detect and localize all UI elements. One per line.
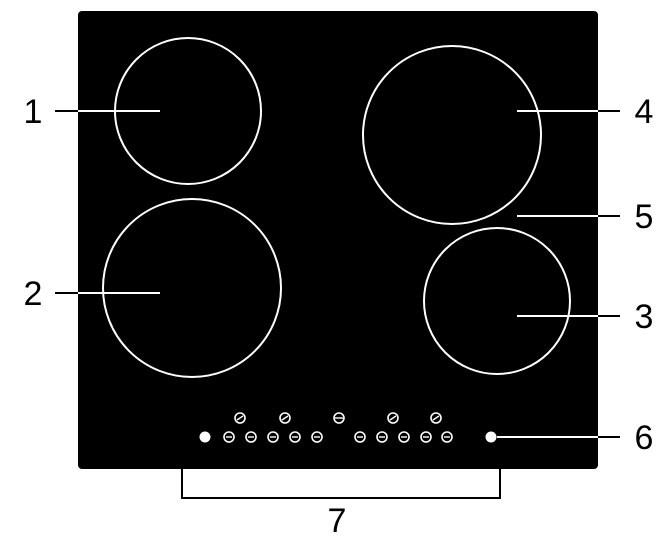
control-button-mark [389,415,397,421]
control-panel-bracket [181,469,501,499]
control-panel [199,412,497,443]
callout-3: 3 [635,298,654,336]
control-button-mark [281,415,289,421]
indicator-light [485,431,497,443]
cooking-zone-4 [362,45,542,225]
control-buttons-top-row [234,412,442,424]
cooking-zone-2 [102,198,282,378]
callout-1: 1 [24,93,43,131]
callout-7: 7 [328,502,347,540]
callout-2: 2 [24,275,43,313]
callout-4: 4 [635,93,654,131]
cooking-zone-3 [423,227,571,375]
control-button-mark [236,415,244,421]
hob-surface [78,11,598,469]
control-buttons-bottom-row [199,431,497,443]
control-button-mark [432,415,440,421]
callout-6: 6 [635,419,654,457]
power-button [199,431,211,443]
callout-5: 5 [635,198,654,236]
